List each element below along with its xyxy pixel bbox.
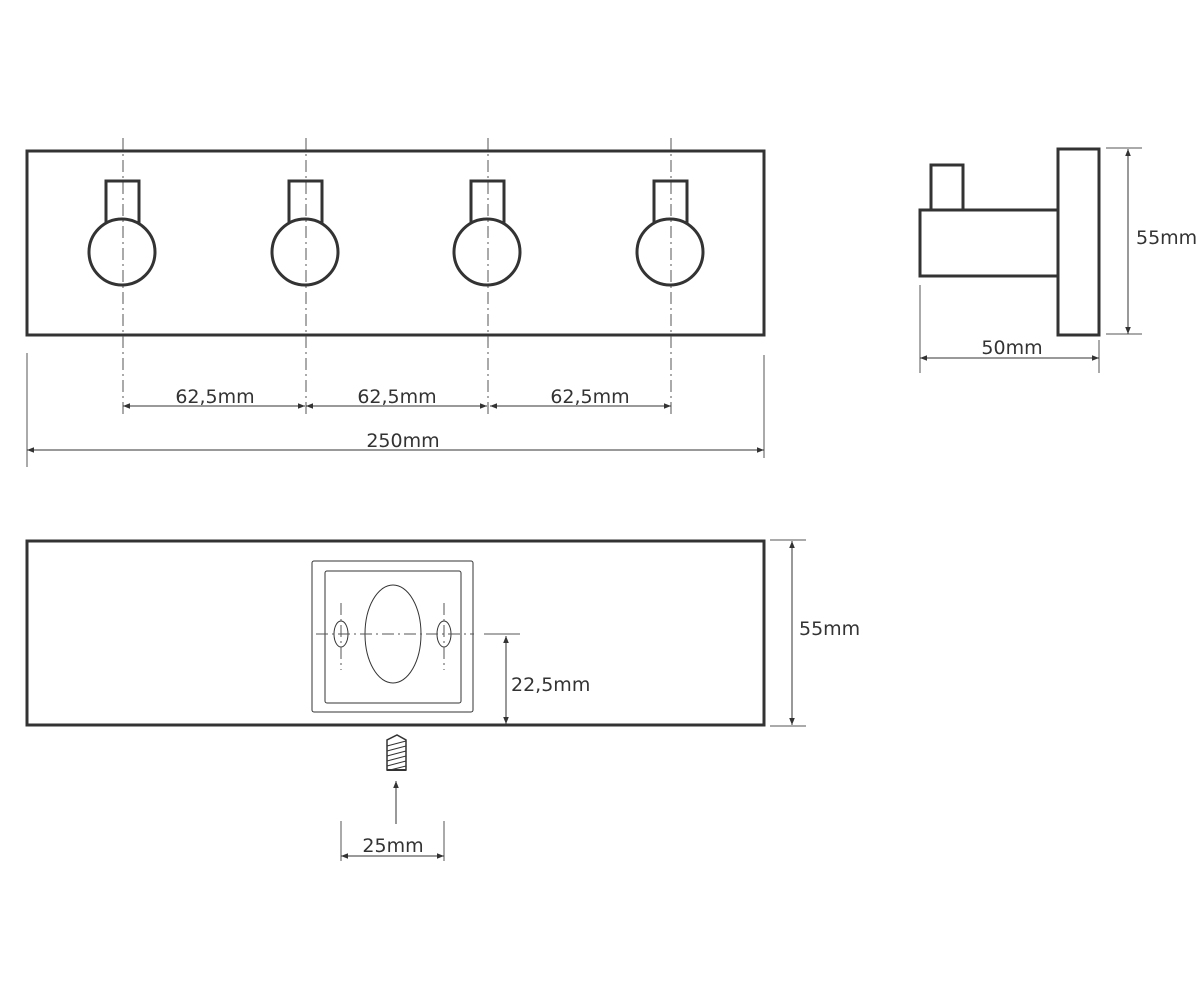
overall-width-dimension: 250mm [27, 430, 764, 453]
mounting-bracket [311, 560, 474, 713]
back-height-dimension: 55mm [789, 541, 860, 725]
hook-4 [635, 138, 705, 414]
set-screw [386, 734, 407, 771]
side-tip [929, 163, 965, 212]
back-height-label: 55mm [799, 618, 860, 640]
back-view: 55mm 22,5mm 25mm [25, 539, 860, 861]
side-height-dimension: 55mm [1125, 149, 1197, 334]
side-arm [918, 208, 1060, 278]
overall-width-label: 250mm [366, 430, 439, 452]
hole-spacing-dimension: 25mm [341, 835, 444, 859]
center-height-label: 22,5mm [511, 674, 590, 696]
side-depth-dimension: 50mm [920, 337, 1099, 361]
front-view: 62,5mm 62,5mm 62,5mm 250mm [25, 138, 766, 467]
hook-2 [270, 138, 340, 414]
pitch-label-3: 62,5mm [550, 386, 629, 408]
hook-3 [452, 138, 522, 414]
hole-spacing-label: 25mm [362, 835, 423, 857]
front-plate [25, 149, 766, 337]
center-height-dimension: 22,5mm [503, 636, 590, 724]
pitch-dimension-3: 62,5mm [490, 386, 671, 409]
pitch-label-2: 62,5mm [357, 386, 436, 408]
side-plate [1056, 147, 1101, 337]
side-height-label: 55mm [1136, 227, 1197, 249]
back-plate [25, 539, 766, 727]
side-view: 55mm 50mm [918, 147, 1197, 373]
pitch-label-1: 62,5mm [175, 386, 254, 408]
pitch-dimension-1: 62,5mm [123, 386, 305, 409]
side-depth-label: 50mm [981, 337, 1042, 359]
pitch-dimension-2: 62,5mm [306, 386, 487, 409]
hook-1 [87, 138, 157, 414]
